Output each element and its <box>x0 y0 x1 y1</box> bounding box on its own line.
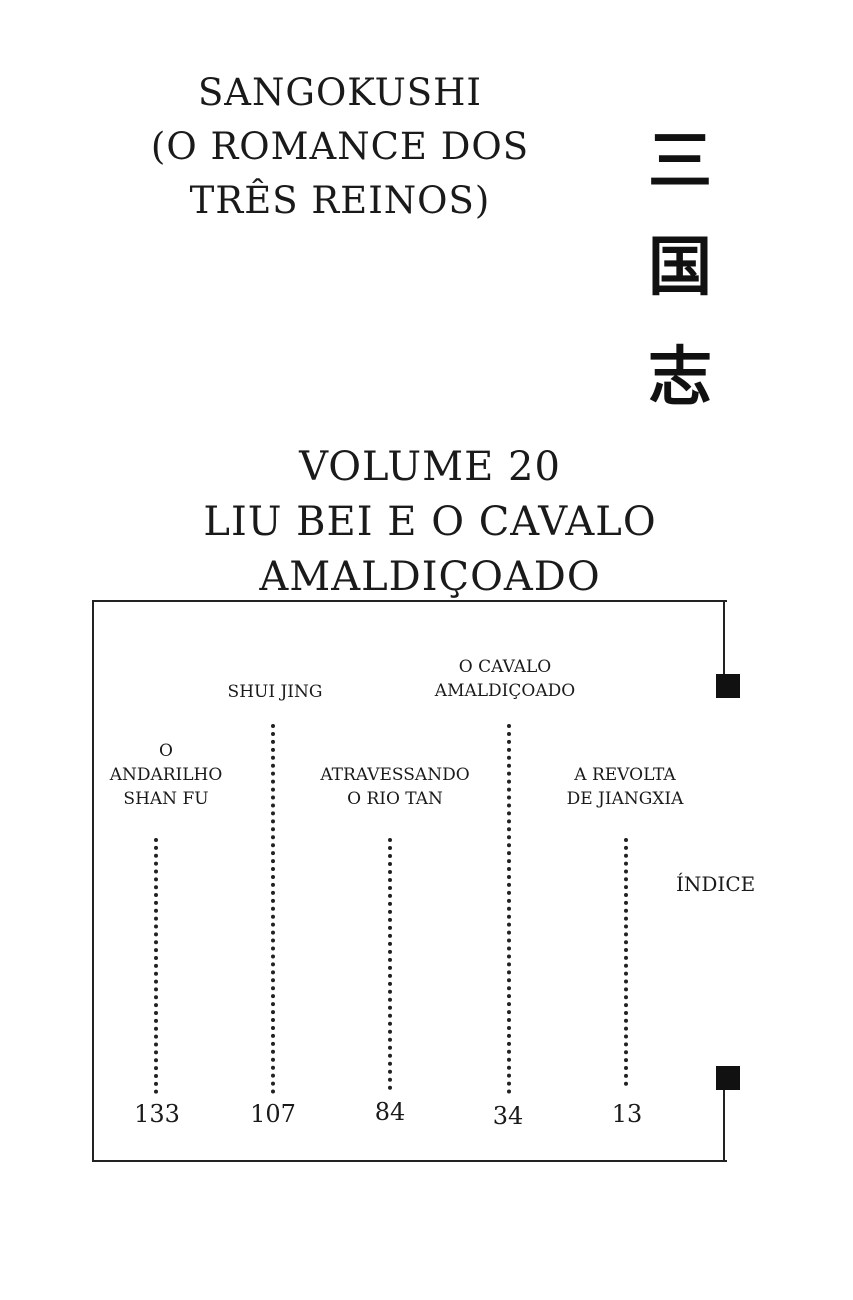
volume-title-line-2: LIU BEI E O CAVALO <box>203 499 657 545</box>
chapter-label-shui-jing: SHUI JING <box>200 680 350 704</box>
volume-title: VOLUME 20 LIU BEI E O CAVALO AMALDIÇOADO <box>150 440 710 605</box>
leader-dots-rio-tan <box>388 838 392 1090</box>
chapter-title-line: O CAVALO <box>458 657 552 677</box>
kanji-san: 三 <box>648 125 712 199</box>
chapter-title-line: SHAN FU <box>123 789 209 809</box>
chapter-title-line: AMALDIÇOADO <box>434 681 576 701</box>
chapter-title-line: A REVOLTA <box>574 765 676 785</box>
page-number-shan-fu: 133 <box>134 1100 180 1128</box>
chapter-label-shan-fu: O ANDARILHO SHAN FU <box>96 739 236 811</box>
page-number-shui-jing: 107 <box>250 1100 296 1128</box>
toc-marker-bottom <box>716 1066 740 1090</box>
series-title: SANGOKUSHI (O ROMANCE DOS TRÊS REINOS) <box>90 66 590 228</box>
volume-title-line-1: VOLUME 20 <box>299 444 561 490</box>
chapter-label-cavalo: O CAVALO AMALDIÇOADO <box>405 655 605 703</box>
chapter-title-line: O RIO TAN <box>347 789 443 809</box>
kanji-guo: 国 <box>648 231 712 305</box>
chapter-title-line: ATRAVESSANDO <box>320 765 470 785</box>
chapter-label-jiangxia: A REVOLTA DE JIANGXIA <box>545 763 705 811</box>
chapter-title-line: ANDARILHO <box>109 765 223 785</box>
toc-frame-right-top <box>723 600 725 676</box>
chapter-label-rio-tan: ATRAVESSANDO O RIO TAN <box>300 763 490 811</box>
toc-frame <box>92 600 727 1162</box>
index-label: ÍNDICE <box>676 872 756 896</box>
leader-dots-shan-fu <box>154 838 158 1094</box>
chapter-title-line: O <box>159 741 173 761</box>
leader-dots-shui-jing <box>271 724 275 1094</box>
chapter-title-line: SHUI JING <box>227 682 323 702</box>
volume-title-line-3: AMALDIÇOADO <box>259 554 601 600</box>
toc-marker-top <box>716 674 740 698</box>
series-title-line-2: (O ROMANCE DOS <box>150 125 530 168</box>
toc-frame-right-bottom <box>723 1090 725 1160</box>
leader-dots-jiangxia <box>624 838 628 1086</box>
series-title-line-1: SANGOKUSHI <box>197 71 483 114</box>
page-number-cavalo: 34 <box>492 1102 524 1130</box>
series-title-line-3: TRÊS REINOS) <box>189 179 491 222</box>
page-number-rio-tan: 84 <box>374 1098 406 1126</box>
page-number-jiangxia: 13 <box>611 1100 643 1128</box>
leader-dots-cavalo <box>507 724 511 1094</box>
kanji-zhi: 志 <box>648 341 712 415</box>
chapter-title-line: DE JIANGXIA <box>566 789 684 809</box>
